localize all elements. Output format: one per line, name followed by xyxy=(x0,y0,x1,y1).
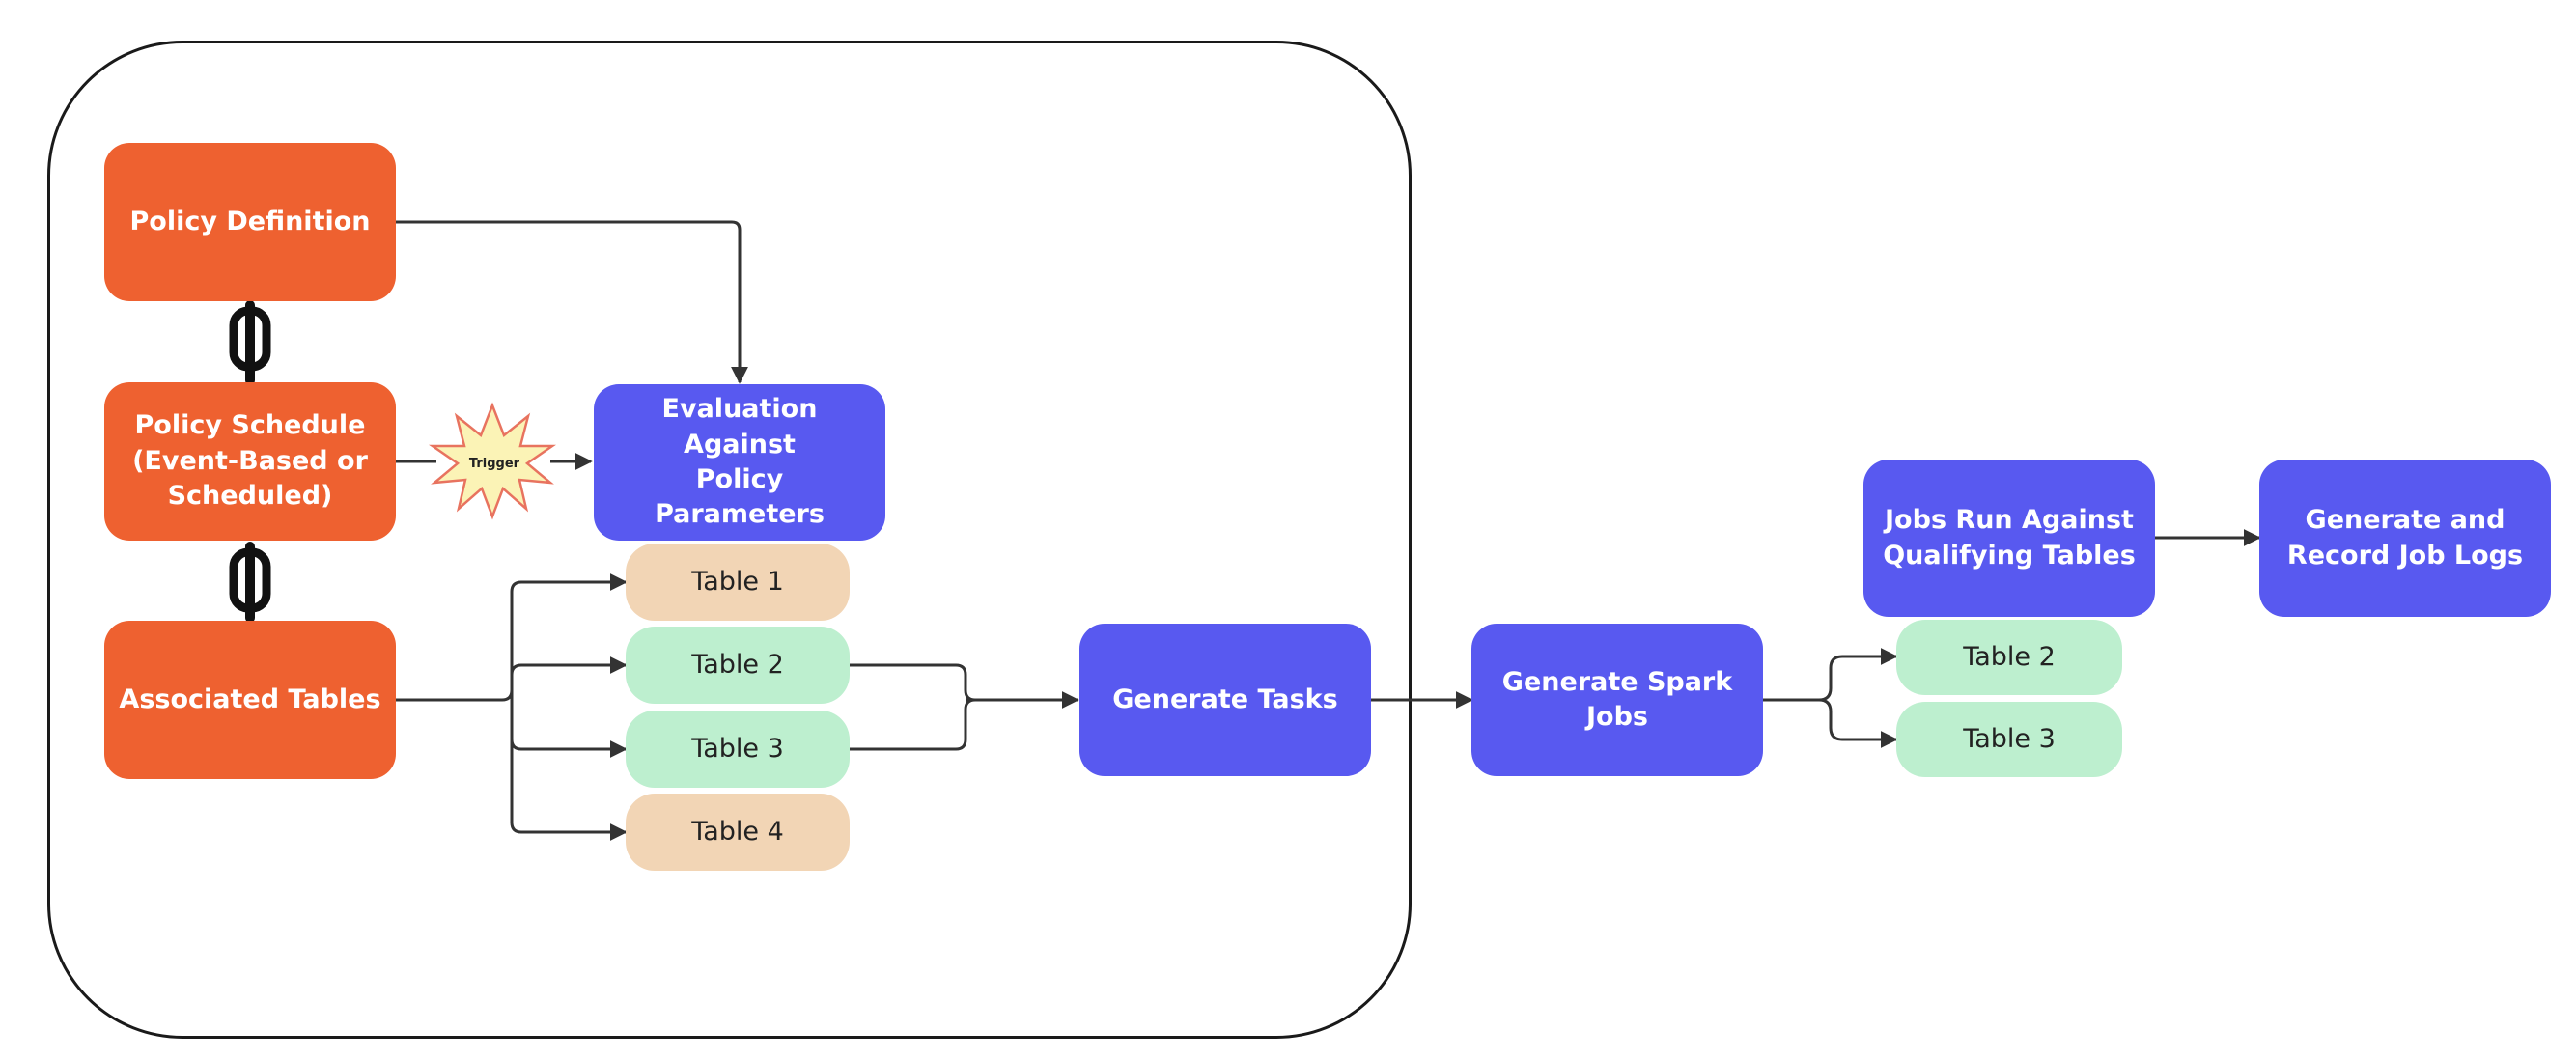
table-2-pill: Table 2 xyxy=(626,627,850,704)
generate-spark-jobs-label: Generate Spark Jobs xyxy=(1501,666,1733,732)
jobs-run-node: Jobs Run Against Qualifying Tables xyxy=(1863,460,2155,617)
jobs-run-label: Jobs Run Against Qualifying Tables xyxy=(1883,505,2136,571)
evaluation-label: Evaluation Against Policy Parameters xyxy=(655,394,825,530)
trigger-label: Trigger xyxy=(468,456,520,471)
associated-tables-label: Associated Tables xyxy=(119,683,381,714)
table-4-pill: Table 4 xyxy=(626,794,850,871)
associated-tables-node: Associated Tables xyxy=(104,621,396,779)
arrow-definition-to-evaluation xyxy=(396,220,748,384)
policy-definition-node: Policy Definition xyxy=(104,143,396,301)
generate-logs-node: Generate and Record Job Logs xyxy=(2259,460,2551,617)
right-table-2-pill: Table 2 xyxy=(1896,620,2122,695)
trigger-burst-icon xyxy=(428,402,557,520)
table-label: Table 2 xyxy=(691,649,784,680)
table-1-pill: Table 1 xyxy=(626,544,850,621)
policy-definition-label: Policy Definition xyxy=(129,206,371,237)
line-table3-merge xyxy=(850,698,976,751)
right-table-3-pill: Table 3 xyxy=(1896,702,2122,777)
generate-tasks-label: Generate Tasks xyxy=(1112,683,1338,714)
generate-spark-jobs-node: Generate Spark Jobs xyxy=(1471,624,1763,776)
table-3-pill: Table 3 xyxy=(626,711,850,788)
generate-logs-label: Generate and Record Job Logs xyxy=(2286,505,2524,571)
table-label: Table 2 xyxy=(1963,641,2056,672)
arrow-spark-to-table-3 xyxy=(1818,698,1898,748)
evaluation-node: Evaluation Against Policy Parameters xyxy=(594,384,885,541)
chain-link-icon xyxy=(229,300,271,385)
table-label: Table 3 xyxy=(691,733,784,764)
arrow-to-table-4 xyxy=(510,700,628,841)
table-label: Table 3 xyxy=(1963,723,2056,754)
chain-link-icon xyxy=(229,542,271,623)
line-table2-merge xyxy=(850,663,976,702)
policy-schedule-node: Policy Schedule (Event-Based or Schedule… xyxy=(104,382,396,541)
policy-scope-container xyxy=(47,41,1412,1039)
arrow-to-table-3 xyxy=(510,700,628,758)
generate-tasks-node: Generate Tasks xyxy=(1079,624,1371,776)
arrow-to-table-2 xyxy=(510,656,628,700)
arrow-spark-to-table-2 xyxy=(1818,648,1898,702)
table-label: Table 1 xyxy=(691,566,784,597)
table-label: Table 4 xyxy=(691,816,784,847)
line-associated-trunk xyxy=(396,573,628,702)
policy-schedule-label: Policy Schedule (Event-Based or Schedule… xyxy=(132,410,368,512)
